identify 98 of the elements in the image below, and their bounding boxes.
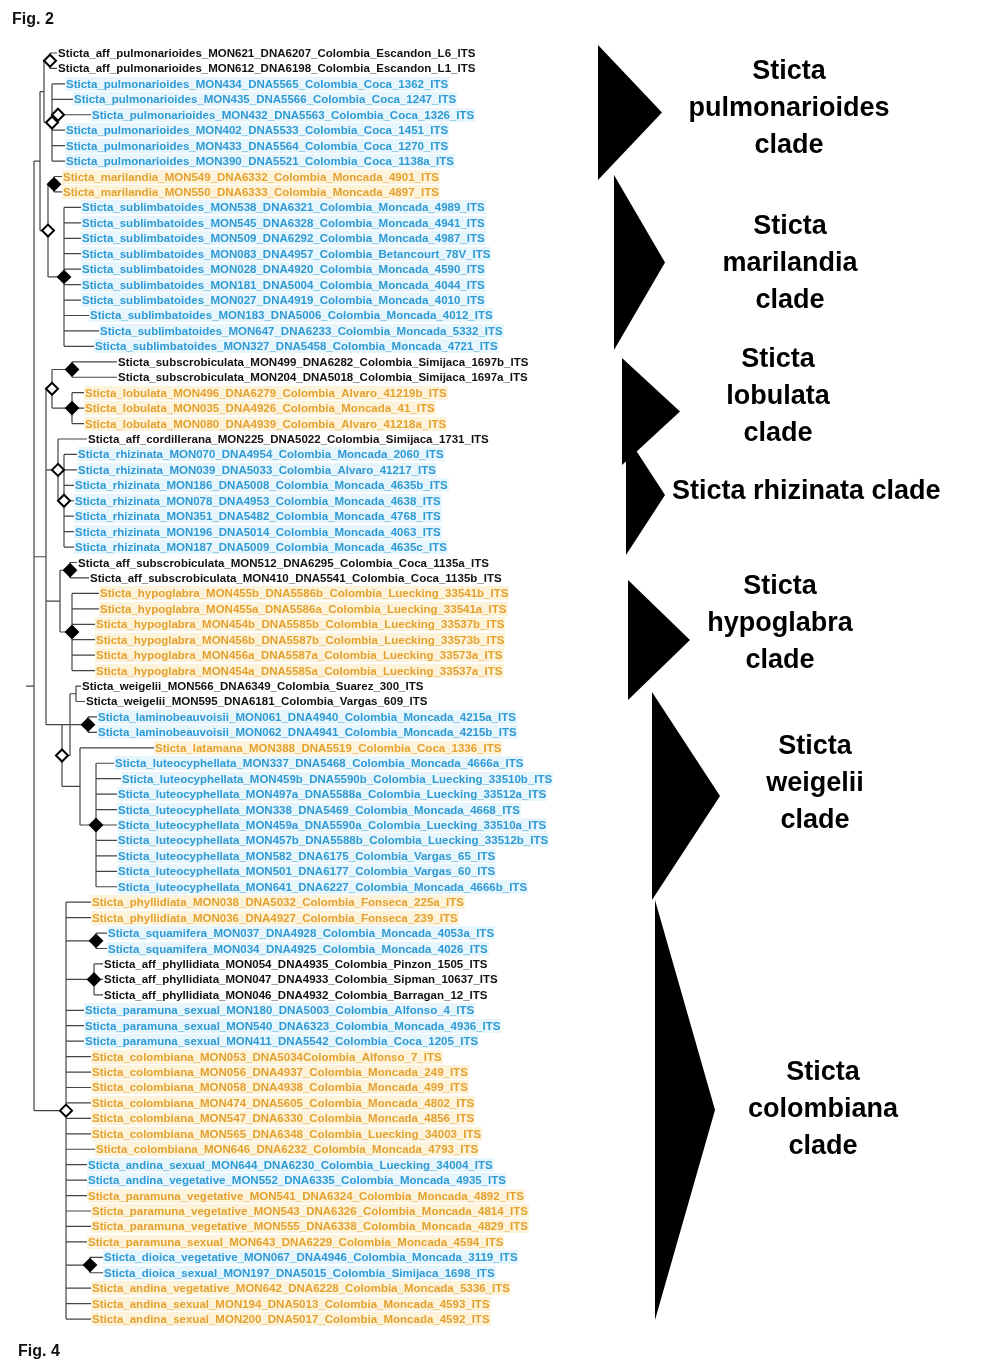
clade-label: Sticta rhizinata clade [672, 473, 941, 507]
taxon-label: Sticta_sublimbatoides_MON181_DNA5004_Colombia_Moncada_4044_ITS [81, 277, 486, 292]
taxon-label: Sticta_pulmonarioides_MON434_DNA5565_Colombia_Coca_1362_ITS [65, 76, 450, 91]
taxon-label: Sticta_paramuna_vegetative_MON555_DNA6338_Colombia_Moncada_4829_ITS [91, 1219, 529, 1234]
taxon-label: Sticta_laminobeauvoisii_MON062_DNA4941_Colombia_Moncada_4215b_ITS [97, 725, 518, 740]
taxon-label: Sticta_laminobeauvoisii_MON061_DNA4940_Colombia_Moncada_4215a_ITS [97, 709, 517, 724]
taxon-label: Sticta_paramuna_sexual_MON411_DNA5542_Colombia_Coca_1205_ITS [84, 1034, 480, 1049]
taxon-label: Sticta_aff_subscrobiculata_MON410_DNA5541_Colombia_Coca_1135b_ITS [89, 570, 503, 585]
taxon-label: Sticta_luteocyphellata_MON497a_DNA5588a_Colombia_Luecking_33512a_ITS [117, 787, 548, 802]
taxon-label: Sticta_sublimbatoides_MON545_DNA6328_Colombia_Moncada_4941_ITS [81, 215, 486, 230]
taxon-label: Sticta_paramuna_sexual_MON540_DNA6323_Colombia_Moncada_4936_ITS [84, 1018, 502, 1033]
taxon-label: Sticta_rhizinata_MON070_DNA4954_Colombia_Moncada_2060_ITS [77, 447, 445, 462]
clade-label: Sticta lobulata clade [726, 341, 830, 449]
taxon-label: Sticta_paramuna_sexual_MON643_DNA6229_Colombia_Moncada_4594_ITS [87, 1234, 505, 1249]
taxon-label: Sticta_colombiana_MON474_DNA5605_Colombia_Moncada_4802_ITS [91, 1095, 476, 1110]
taxon-label: Sticta_sublimbatoides_MON027_DNA4919_Colombia_Moncada_4010_ITS [81, 293, 486, 308]
taxon-label: Sticta_lobulata_MON080_DNA4939_Colombia_Alvaro_41218a_ITS [84, 416, 448, 431]
taxon-label: Sticta_subscrobiculata_MON499_DNA6282_Colombia_Simijaca_1697b_ITS [117, 354, 530, 369]
clade-triangle [652, 692, 720, 900]
clade-label: Sticta colombiana clade [748, 1054, 898, 1162]
taxon-label: Sticta_hypoglabra_MON456b_DNA5587b_Colombia_Luecking_33573b_ITS [95, 632, 506, 647]
taxon-label: Sticta_pulmonarioides_MON402_DNA5533_Colombia_Coca_1451_ITS [65, 123, 450, 138]
taxon-label: Sticta_luteocyphellata_MON337_DNA5468_Colombia_Moncada_4666a_ITS [114, 756, 525, 771]
taxon-label: Sticta_sublimbatoides_MON183_DNA5006_Colombia_Moncada_4012_ITS [89, 308, 494, 323]
taxon-label: Sticta_sublimbatoides_MON647_DNA6233_Colombia_Moncada_5332_ITS [99, 323, 504, 338]
taxon-label: Sticta_marilandia_MON549_DNA6332_Colombia_Moncada_4901_ITS [62, 169, 440, 184]
taxon-label: Sticta_hypoglabra_MON455b_DNA5586b_Colombia_Luecking_33541b_ITS [99, 586, 510, 601]
taxon-label: Sticta_colombiana_MON053_DNA5034Colombia_Alfonso_7_ITS [91, 1049, 443, 1064]
taxon-label: Sticta_luteocyphellata_MON457b_DNA5588b_Colombia_Luecking_33512b_ITS [117, 833, 550, 848]
taxon-label: Sticta_latamana_MON388_DNA5519_Colombia_Coca_1336_ITS [154, 740, 503, 755]
taxon-label: Sticta_andina_sexual_MON200_DNA5017_Colombia_Moncada_4592_ITS [91, 1312, 491, 1327]
taxon-label: Sticta_weigelii_MON595_DNA6181_Colombia_Vargas_609_ITS [85, 694, 429, 709]
clade-label: Sticta hypoglabra clade [707, 568, 853, 676]
taxon-label: Sticta_colombiana_MON058_DNA4938_Colombia_Moncada_499_ITS [91, 1080, 469, 1095]
taxon-label: Sticta_luteocyphellata_MON641_DNA6227_Colombia_Moncada_4666b_ITS [117, 879, 529, 894]
taxon-label: Sticta_squamifera_MON037_DNA4928_Colombia_Moncada_4053a_ITS [107, 926, 496, 941]
taxon-label: Sticta_pulmonarioides_MON433_DNA5564_Colombia_Coca_1270_ITS [65, 138, 450, 153]
taxon-label: Sticta_rhizinata_MON196_DNA5014_Colombia_Moncada_4063_ITS [74, 524, 442, 539]
taxon-label: Sticta_aff_phyllidiata_MON054_DNA4935_Colombia_Pinzon_1505_ITS [103, 956, 489, 971]
taxon-label: Sticta_hypoglabra_MON454b_DNA5585b_Colombia_Luecking_33537b_ITS [95, 617, 506, 632]
taxon-label: Sticta_colombiana_MON646_DNA6232_Colombia_Moncada_4793_ITS [95, 1142, 480, 1157]
taxon-label: Sticta_aff_phyllidiata_MON046_DNA4932_Colombia_Barragan_12_ITS [103, 987, 489, 1002]
taxon-label: Sticta_andina_sexual_MON194_DNA5013_Colombia_Moncada_4593_ITS [91, 1296, 491, 1311]
taxon-label: Sticta_andina_vegetative_MON552_DNA6335_Colombia_Moncada_4935_ITS [87, 1173, 507, 1188]
taxon-label: Sticta_squamifera_MON034_DNA4925_Colombia_Moncada_4026_ITS [107, 941, 489, 956]
taxon-label: Sticta_paramuna_vegetative_MON541_DNA6324_Colombia_Moncada_4892_ITS [87, 1188, 525, 1203]
taxon-label: Sticta_hypoglabra_MON454a_DNA5585a_Colombia_Luecking_33537a_ITS [95, 663, 504, 678]
figure-title: Fig. 2 [12, 10, 54, 28]
taxon-label: Sticta_hypoglabra_MON455a_DNA5586a_Colombia_Luecking_33541a_ITS [99, 601, 508, 616]
taxon-label: Sticta_weigelii_MON566_DNA6349_Colombia_Suarez_300_ITS [81, 679, 425, 694]
taxon-label: Sticta_luteocyphellata_MON582_DNA6175_Colombia_Vargas_65_ITS [117, 848, 497, 863]
taxon-label: Sticta_subscrobiculata_MON204_DNA5018_Colombia_Simijaca_1697a_ITS [117, 370, 529, 385]
taxon-label: Sticta_luteocyphellata_MON501_DNA6177_Colombia_Vargas_60_ITS [117, 864, 497, 879]
taxon-label: Sticta_sublimbatoides_MON028_DNA4920_Colombia_Moncada_4590_ITS [81, 262, 486, 277]
taxon-label: Sticta_luteocyphellata_MON459a_DNA5590a_Colombia_Luecking_33510a_ITS [117, 818, 548, 832]
taxon-label: Sticta_andina_vegetative_MON642_DNA6228_Colombia_Moncada_5336_ITS [91, 1281, 511, 1296]
taxon-label: Sticta_dioica_vegetative_MON067_DNA4946_Colombia_Moncada_3119_ITS [103, 1250, 519, 1265]
taxon-label: Sticta_sublimbatoides_MON327_DNA5458_Colombia_Moncada_4721_ITS [94, 339, 499, 354]
taxon-label: Sticta_aff_subscrobiculata_MON512_DNA6295_Colombia_Coca_1135a_ITS [77, 555, 490, 570]
taxon-label: Sticta_aff_pulmonarioides_MON612_DNA6198_Colombia_Escandon_L1_ITS [57, 61, 477, 76]
clade-label: Sticta weigelii clade [766, 728, 864, 836]
taxon-label: Sticta_lobulata_MON496_DNA6279_Colombia_Alvaro_41219b_ITS [84, 385, 448, 400]
taxon-label: Sticta_dioica_sexual_MON197_DNA5015_Colombia_Simijaca_1698_ITS [103, 1265, 496, 1280]
taxon-label: Sticta_aff_cordillerana_MON225_DNA5022_Colombia_Simijaca_1731_ITS [87, 432, 490, 446]
taxon-label: Sticta_rhizinata_MON078_DNA4953_Colombia_Moncada_4638_ITS [74, 493, 442, 508]
taxon-label: Sticta_pulmonarioides_MON435_DNA5566_Colombia_Coca_1247_ITS [73, 92, 458, 107]
clade-triangle [614, 175, 665, 350]
taxon-label: Sticta_rhizinata_MON187_DNA5009_Colombia_Moncada_4635c_ITS [74, 540, 448, 555]
taxon-label: Sticta_colombiana_MON547_DNA6330_Colombia_Moncada_4856_ITS [91, 1111, 476, 1126]
figure-label: Fig. 4 [18, 1342, 60, 1360]
clade-triangle [598, 45, 662, 180]
clade-label: Sticta marilandia clade [722, 208, 858, 316]
taxon-label: Sticta_sublimbatoides_MON509_DNA6292_Colombia_Moncada_4987_ITS [81, 231, 486, 246]
clade-triangle [622, 358, 680, 465]
taxon-label: Sticta_rhizinata_MON351_DNA5482_Colombia_Moncada_4768_ITS [74, 509, 442, 524]
taxon-label: Sticta_andina_sexual_MON644_DNA6230_Colombia_Luecking_34004_ITS [87, 1157, 494, 1172]
taxon-label: Sticta_phyllidiata_MON036_DNA4927_Colombia_Fonseca_239_ITS [91, 910, 459, 925]
taxon-label: Sticta_sublimbatoides_MON083_DNA4957_Colombia_Betancourt_78V_ITS [81, 246, 492, 261]
taxon-label: Sticta_marilandia_MON550_DNA6333_Colombia_Moncada_4897_ITS [62, 184, 440, 199]
taxon-label: Sticta_colombiana_MON565_DNA6348_Colombia_Luecking_34003_ITS [91, 1126, 483, 1141]
clade-triangle [628, 580, 690, 700]
taxon-label: Sticta_aff_pulmonarioides_MON621_DNA6207_Colombia_Escandon_L6_ITS [57, 46, 477, 60]
taxon-label: Sticta_paramuna_vegetative_MON543_DNA6326_Colombia_Moncada_4814_ITS [91, 1204, 529, 1218]
taxon-label: Sticta_pulmonarioides_MON432_DNA5563_Colombia_Coca_1326_ITS [91, 107, 476, 122]
clade-triangle [655, 900, 715, 1320]
clade-label: Sticta pulmonarioides clade [688, 53, 890, 161]
taxon-label: Sticta_luteocyphellata_MON459b_DNA5590b_Colombia_Luecking_33510b_ITS [121, 771, 554, 786]
taxon-label: Sticta_aff_phyllidiata_MON047_DNA4933_Colombia_Sipman_10637_ITS [103, 972, 499, 987]
taxon-label: Sticta_paramuna_sexual_MON180_DNA5003_Colombia_Alfonso_4_ITS [84, 1003, 476, 1018]
taxon-label: Sticta_colombiana_MON056_DNA4937_Colombia_Moncada_249_ITS [91, 1065, 469, 1080]
taxon-label: Sticta_sublimbatoides_MON538_DNA6321_Colombia_Moncada_4989_ITS [81, 200, 486, 215]
taxon-label: Sticta_pulmonarioides_MON390_DNA5521_Colombia_Coca_1138a_ITS [65, 154, 455, 169]
taxon-label: Sticta_rhizinata_MON039_DNA5033_Colombia_Alvaro_41217_ITS [77, 462, 437, 477]
taxon-label: Sticta_hypoglabra_MON456a_DNA5587a_Colombia_Luecking_33573a_ITS [95, 648, 504, 663]
taxon-label: Sticta_phyllidiata_MON038_DNA5032_Colombia_Fonseca_225a_ITS [91, 895, 465, 910]
taxon-label: Sticta_rhizinata_MON186_DNA5008_Colombia_Moncada_4635b_ITS [74, 478, 449, 493]
taxon-label: Sticta_luteocyphellata_MON338_DNA5469_Colombia_Moncada_4668_ITS [117, 802, 522, 817]
taxon-label: Sticta_lobulata_MON035_DNA4926_Colombia_Moncada_41_ITS [84, 401, 436, 416]
